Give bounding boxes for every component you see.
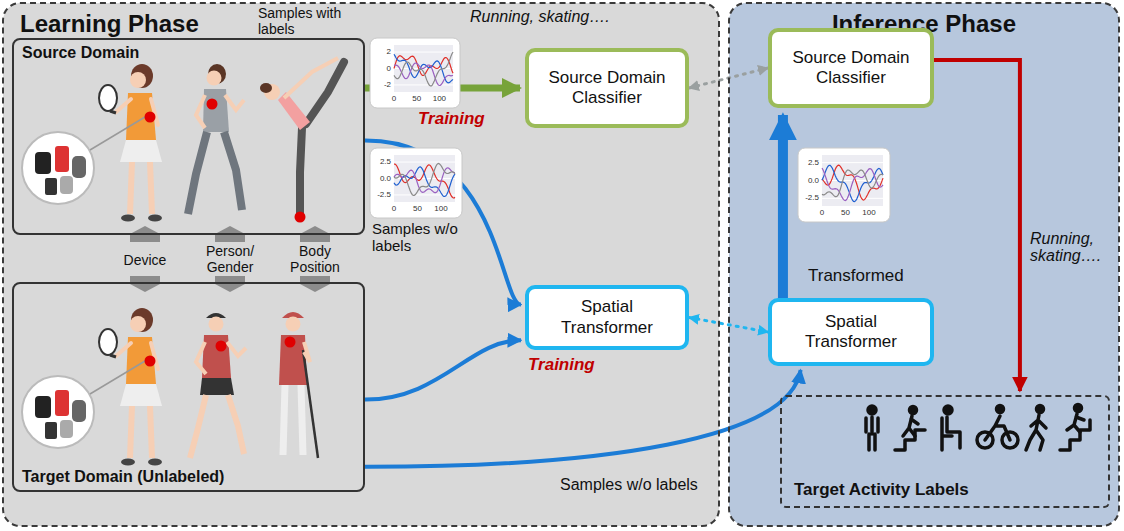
node-text: Target Activity Labels <box>782 474 1108 506</box>
grid-line <box>394 162 455 163</box>
node-text: Spatial Transformer <box>529 297 685 338</box>
node-text: Target Domain (Unlabeled) <box>14 464 363 490</box>
note: Samples w/o labels <box>560 476 698 493</box>
axis-tick: 0 <box>384 94 404 103</box>
grid-line <box>394 52 453 53</box>
classifier-box: Source Domain Classifier <box>768 28 934 108</box>
plot-area <box>394 45 453 92</box>
signal-chart <box>798 148 890 222</box>
axis-tick: -2.5 <box>800 193 819 202</box>
learning-ground <box>3 3 719 526</box>
signal-trace <box>394 167 455 197</box>
axis-tick: 50 <box>407 204 427 213</box>
yoga-woman <box>260 58 344 223</box>
grid-line <box>394 178 455 179</box>
axis-tick: -2 <box>372 80 391 89</box>
node-text: Source Domain Classifier <box>772 48 930 89</box>
axis-tick: 2.5 <box>372 157 391 166</box>
signal-trace <box>394 168 455 193</box>
chart-card <box>370 148 462 218</box>
axis-tick: 100 <box>429 94 449 103</box>
chart-card <box>370 38 460 108</box>
axis-tick: 2 <box>372 47 391 56</box>
axis-tick: 50 <box>407 94 427 103</box>
signal-trace <box>394 164 455 198</box>
chart-card <box>798 148 890 222</box>
training-label: Training <box>528 356 595 373</box>
grid-line <box>822 162 883 163</box>
axis-tick: 0 <box>384 204 404 213</box>
node-text: Source Domain <box>14 40 363 66</box>
axis-tick: 0.0 <box>800 176 819 185</box>
phase-panel: Learning PhaseSource DomainTarget Domain… <box>2 2 720 527</box>
activity-note: Running, skating…. <box>1030 230 1115 264</box>
flow-arrow <box>778 115 788 298</box>
factor-label: Body Position <box>281 243 349 275</box>
note: Samples w/o labels <box>372 220 467 254</box>
plot-area <box>394 155 455 202</box>
classifier-box: Source Domain Classifier <box>525 48 689 128</box>
activity-icons <box>866 405 1090 451</box>
transformer-box: Spatial Transformer <box>768 298 934 366</box>
signal-chart <box>370 38 460 108</box>
signal-trace <box>394 52 453 86</box>
runner-man <box>190 313 246 458</box>
flow-arrow <box>934 60 1020 391</box>
node-text: Source Domain Classifier <box>529 68 685 109</box>
node-text: Spatial Transformer <box>772 312 930 353</box>
axis-tick: 0 <box>372 64 391 73</box>
phase-panel: Inference PhaseSource Domain ClassifierS… <box>728 2 1120 527</box>
grid-line <box>394 84 453 85</box>
domain-box: Source Domain <box>12 38 365 235</box>
signal-trace <box>822 165 883 200</box>
signal-trace <box>822 165 883 201</box>
axis-tick: 100 <box>431 204 451 213</box>
activity-note: Running, skating…. <box>470 8 610 25</box>
flow-arrow <box>365 340 521 399</box>
factor-label: Device <box>120 252 170 269</box>
plot-area <box>822 155 883 206</box>
flow-arrow <box>365 370 801 467</box>
note: Samples with labels <box>258 5 358 37</box>
training-label: Training <box>418 110 485 127</box>
signal-trace <box>394 63 453 86</box>
output-box: Target Activity Labels <box>780 395 1110 508</box>
signal-trace <box>394 164 455 196</box>
factor-label: Person/ Gender <box>198 243 262 275</box>
axis-tick: 50 <box>835 208 855 217</box>
runner-woman <box>188 64 244 214</box>
signal-trace <box>822 170 883 197</box>
signal-trace <box>822 168 883 200</box>
domain-box: Target Domain (Unlabeled) <box>12 282 365 492</box>
signal-chart <box>370 148 462 218</box>
axis-tick: 0.0 <box>372 174 391 183</box>
grid-line <box>822 198 883 199</box>
transformer-box: Spatial Transformer <box>525 285 689 350</box>
golfer <box>279 312 318 458</box>
axis-tick: 2.5 <box>800 158 819 167</box>
axis-tick: 0 <box>812 208 832 217</box>
inference-ground <box>729 3 1119 526</box>
axis-tick: 100 <box>859 208 879 217</box>
axis-tick: -2.5 <box>372 190 391 199</box>
flow-arrow <box>365 140 521 304</box>
note: Transformed <box>808 266 904 286</box>
